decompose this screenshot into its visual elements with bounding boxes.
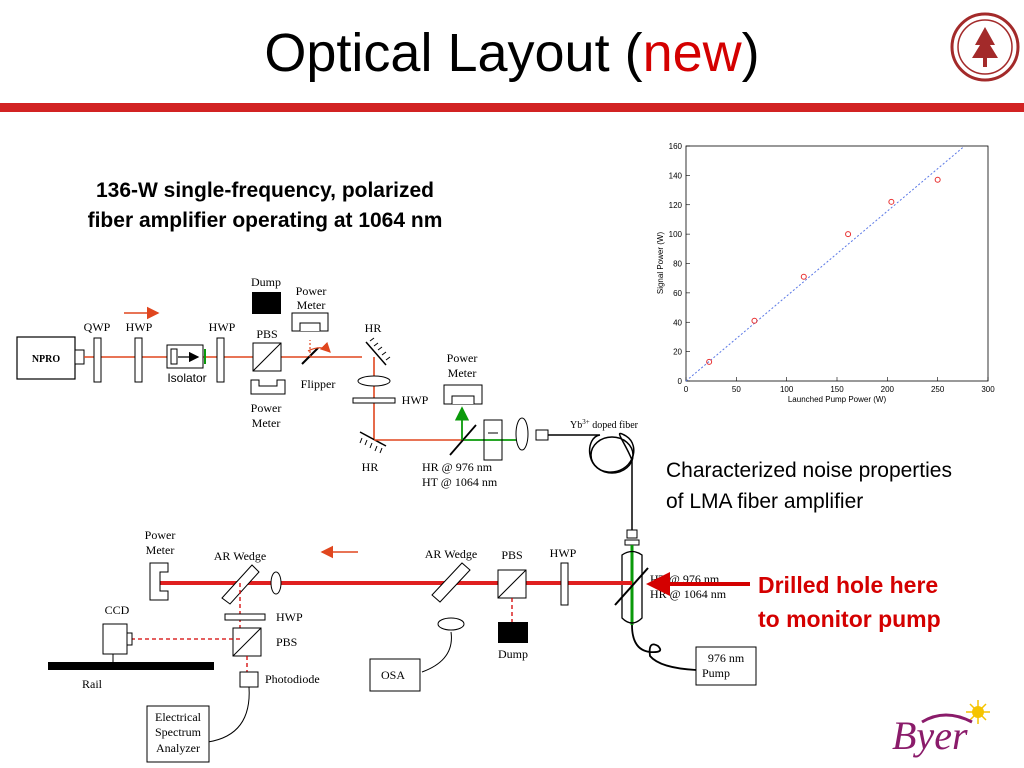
osa-label: OSA bbox=[381, 668, 405, 682]
lens-top bbox=[357, 375, 391, 387]
npro-label: NPRO bbox=[32, 354, 61, 365]
photodiode bbox=[239, 671, 259, 688]
dump-bottom bbox=[498, 622, 528, 643]
power-meter-bl-label-1: Power bbox=[145, 528, 176, 542]
noise-line-2: of LMA fiber amplifier bbox=[666, 490, 864, 513]
dichroic-lower-mirror bbox=[614, 567, 649, 606]
title-close: ) bbox=[741, 23, 760, 83]
pbs-ccd-label: PBS bbox=[276, 635, 297, 649]
caption-line-2: fiber amplifier operating at 1064 nm bbox=[87, 209, 443, 232]
npro-laser bbox=[16, 336, 76, 380]
dump-top-label: Dump bbox=[251, 275, 281, 289]
power-meter-bl-label-2: Meter bbox=[146, 543, 175, 557]
power-meter-below-label-1: Power bbox=[251, 401, 282, 415]
hwp-mid-plate bbox=[352, 397, 396, 404]
power-meter-below-label-2: Meter bbox=[252, 416, 281, 430]
hwp2-label: HWP bbox=[209, 320, 236, 334]
fiber-connector bbox=[535, 429, 549, 441]
power-meter-right-label-2: Meter bbox=[448, 366, 477, 380]
ar-wedge-right bbox=[431, 562, 471, 603]
fiber-label: Yb3+ doped fiber bbox=[570, 418, 639, 431]
esa-label-2: Spectrum bbox=[155, 725, 202, 739]
hr-top-label: HR bbox=[365, 321, 382, 335]
hwp-bottom-plate bbox=[560, 562, 569, 606]
power-meter-top-label-1: Power bbox=[296, 284, 327, 298]
power-meter-top-label-2: Meter bbox=[297, 298, 326, 312]
caption-noise: Characterized noise properties of LMA fi… bbox=[666, 455, 1024, 517]
qwp-plate bbox=[93, 337, 102, 383]
power-meter-bl bbox=[149, 562, 169, 601]
osa-probe bbox=[437, 617, 465, 631]
power-meter-below bbox=[250, 379, 286, 395]
dichroic-mirror bbox=[449, 424, 477, 456]
power-meter-right-label-1: Power bbox=[447, 351, 478, 365]
callout-line-1: Drilled hole here bbox=[758, 572, 939, 598]
dichroic-lower-label-2: HR @ 1064 nm bbox=[650, 587, 727, 601]
hwp1-plate bbox=[134, 337, 143, 383]
esa-label-1: Electrical bbox=[155, 710, 202, 724]
esa-label-3: Analyzer bbox=[156, 741, 200, 755]
hr-bottom-mirror bbox=[359, 431, 387, 447]
hwp1-label: HWP bbox=[126, 320, 153, 334]
lens-fiber bbox=[515, 417, 529, 451]
ccd-camera bbox=[102, 623, 128, 655]
byer-logo-text: Byer bbox=[892, 713, 968, 758]
rail-label: Rail bbox=[82, 677, 103, 691]
hwp-bottom-label: HWP bbox=[550, 546, 577, 560]
pump-label-1: 976 nm bbox=[708, 651, 745, 665]
qwp-label: QWP bbox=[84, 320, 111, 334]
pump-box bbox=[695, 646, 757, 686]
ccd-label: CCD bbox=[105, 603, 130, 617]
pbs-bottom-label: PBS bbox=[501, 548, 522, 562]
hwp-ccd-label: HWP bbox=[276, 610, 303, 624]
title-accent: new bbox=[642, 23, 742, 83]
hr-bottom-label: HR bbox=[362, 460, 379, 474]
dump-top bbox=[252, 292, 281, 314]
ar-wedge-right-label: AR Wedge bbox=[425, 547, 477, 561]
byer-logo: Byer bbox=[892, 712, 968, 759]
isolator-label: Isolator bbox=[167, 371, 206, 385]
callout-line-2: to monitor pump bbox=[758, 606, 941, 632]
hr-top-mirror bbox=[365, 341, 387, 366]
ar-wedge-left-label: AR Wedge bbox=[214, 549, 266, 563]
dichroic-label-2: HT @ 1064 nm bbox=[422, 475, 498, 489]
pbs-top-label: PBS bbox=[256, 327, 277, 341]
caption-line-1: 136-W single-frequency, polarized bbox=[95, 179, 435, 202]
osa-box bbox=[369, 658, 421, 692]
flipper-label: Flipper bbox=[301, 377, 336, 391]
hwp-ccd-plate bbox=[224, 613, 266, 621]
slide-title: Optical Layout (new) bbox=[0, 26, 1024, 80]
yb-fiber bbox=[548, 432, 635, 530]
hwp-mid-label: HWP bbox=[402, 393, 429, 407]
hwp2-plate bbox=[216, 337, 225, 383]
noise-line-1: Characterized noise properties bbox=[666, 459, 952, 482]
callout-drilled-hole: Drilled hole here to monitor pump bbox=[758, 568, 1018, 636]
title-rule bbox=[0, 103, 1024, 112]
fiber-mount bbox=[621, 550, 643, 624]
photodiode-label: Photodiode bbox=[265, 672, 320, 686]
dump-bottom-label: Dump bbox=[498, 647, 528, 661]
dichroic-label-1: HR @ 976 nm bbox=[422, 460, 493, 474]
lens-left bbox=[270, 571, 282, 595]
esa-box bbox=[146, 705, 210, 763]
rail bbox=[48, 662, 214, 670]
title-main: Optical Layout ( bbox=[264, 23, 643, 83]
pump-label-2: Pump bbox=[702, 666, 730, 680]
caption-amplifier: 136-W single-frequency, polarized fiber … bbox=[40, 176, 490, 236]
